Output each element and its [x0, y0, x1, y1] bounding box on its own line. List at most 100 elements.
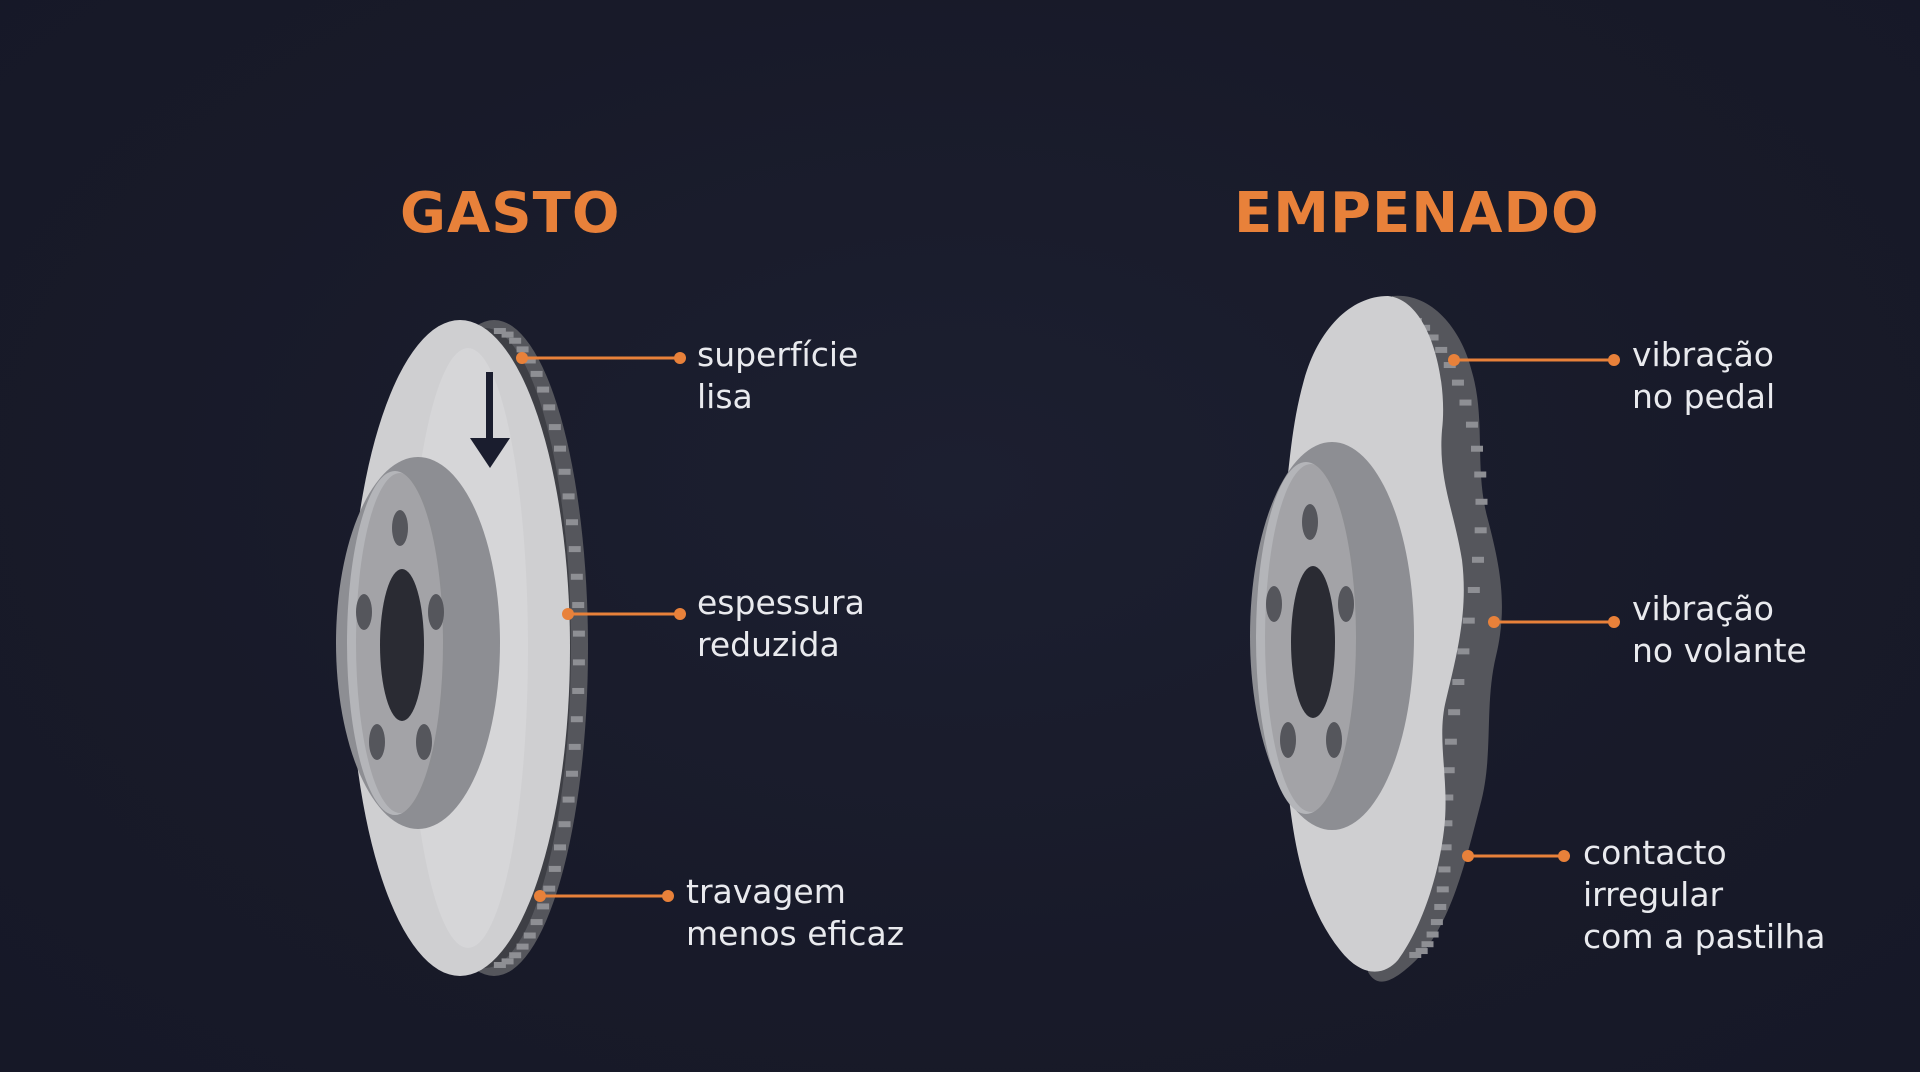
worn-callout-2: espessura reduzida — [697, 582, 865, 666]
vent-slot — [1409, 951, 1422, 958]
vent-slot — [509, 952, 522, 959]
vent-slot — [1443, 362, 1456, 369]
vent-slot — [572, 687, 585, 694]
callout-line: reduzida — [697, 625, 840, 664]
vent-slot — [537, 903, 550, 910]
vent-slot — [1451, 379, 1464, 386]
warped-bolt-hole — [1338, 586, 1354, 622]
callout-line: lisa — [697, 377, 753, 416]
callout-line: com a pastilha — [1583, 917, 1826, 956]
vent-slot — [1440, 820, 1453, 827]
wear-arrow-icon — [470, 372, 510, 468]
worn-callout-leaders — [516, 352, 686, 902]
vent-slot — [548, 865, 561, 872]
vent-slot — [1457, 648, 1470, 655]
vent-slot — [572, 659, 585, 666]
callout-line: menos eficaz — [686, 914, 905, 953]
vent-slot — [523, 357, 536, 364]
vent-slot — [509, 337, 522, 344]
vent-slot — [558, 821, 571, 828]
vent-slot — [1471, 556, 1484, 563]
vent-slot — [572, 630, 585, 637]
worn-brake-disc-icon — [336, 320, 588, 976]
warped-leader-2 — [1488, 616, 1620, 628]
vent-slot — [568, 743, 581, 750]
worn-bolt-hole — [428, 594, 444, 630]
vent-slot — [570, 716, 583, 723]
vent-slot — [568, 546, 581, 553]
warped-leader-1 — [1448, 354, 1620, 366]
vent-slot — [530, 919, 543, 926]
warped-callout-leaders — [1448, 354, 1620, 862]
worn-leader-2 — [562, 608, 686, 620]
vent-slot — [562, 493, 575, 500]
vent-slot — [1448, 709, 1461, 716]
vent-slot — [562, 796, 575, 803]
callout-line: vibração — [1632, 335, 1774, 374]
warped-bolt-hole — [1280, 722, 1296, 758]
vent-slot — [570, 573, 583, 580]
vent-slot — [1435, 346, 1448, 353]
vent-slot — [543, 404, 556, 411]
worn-bolt-hole — [356, 594, 372, 630]
vent-slot — [493, 961, 506, 968]
vent-slot — [1474, 527, 1487, 534]
vent-slot — [565, 519, 578, 526]
vent-slot — [1465, 421, 1478, 428]
warped-callout-1: vibração no pedal — [1632, 334, 1775, 418]
vent-slot — [537, 386, 550, 393]
vent-slot — [1474, 471, 1487, 478]
worn-callout-3: travagem menos eficaz — [686, 871, 904, 955]
worn-bolt-hole — [392, 510, 408, 546]
warped-bolt-hole — [1302, 504, 1318, 540]
vent-slot — [516, 943, 529, 950]
vent-slot — [1459, 399, 1472, 406]
worn-disc-vents — [493, 328, 585, 968]
vent-slot — [1475, 498, 1488, 505]
callout-line: travagem — [686, 872, 846, 911]
vent-slot — [1421, 941, 1434, 948]
warped-bolt-hole — [1266, 586, 1282, 622]
worn-bolt-hole — [369, 724, 385, 760]
vent-slot — [1444, 738, 1457, 745]
vent-slot — [1426, 334, 1439, 341]
worn-leader-1 — [516, 352, 686, 364]
warped-leader-3 — [1462, 850, 1570, 862]
vent-slot — [1426, 931, 1439, 938]
callout-line: superfície — [697, 335, 859, 374]
callout-line: espessura — [697, 583, 865, 622]
vent-slot — [1462, 617, 1475, 624]
callout-line: irregular — [1583, 875, 1724, 914]
vent-slot — [501, 331, 514, 338]
warped-brake-disc-icon — [1250, 295, 1502, 982]
vent-slot — [1441, 794, 1454, 801]
worn-bolt-hole — [416, 724, 432, 760]
vent-slot — [553, 844, 566, 851]
vent-slot — [493, 328, 506, 335]
vent-slot — [565, 770, 578, 777]
vent-slot — [1415, 948, 1428, 955]
vent-slot — [516, 346, 529, 353]
vent-slot — [543, 885, 556, 892]
warped-panel-title: EMPENADO — [1234, 181, 1600, 246]
worn-center-bore — [380, 569, 424, 721]
vent-slot — [548, 424, 561, 431]
warped-bolt-hole — [1326, 722, 1342, 758]
worn-callout-1: superfície lisa — [697, 334, 858, 418]
warped-center-bore — [1291, 566, 1335, 718]
warped-callout-3: contacto irregular com a pastilha — [1583, 832, 1825, 958]
callout-line: contacto — [1583, 833, 1727, 872]
vent-slot — [1430, 919, 1443, 926]
callout-line: no volante — [1632, 631, 1807, 670]
worn-panel-title: GASTO — [400, 181, 621, 246]
vent-slot — [530, 370, 543, 377]
vent-slot — [572, 602, 585, 609]
vent-slot — [1439, 844, 1452, 851]
vent-slot — [501, 958, 514, 965]
warped-disc-vents — [1402, 314, 1488, 958]
vent-slot — [523, 932, 536, 939]
vent-slot — [1438, 866, 1451, 873]
worn-leader-3 — [534, 890, 674, 902]
